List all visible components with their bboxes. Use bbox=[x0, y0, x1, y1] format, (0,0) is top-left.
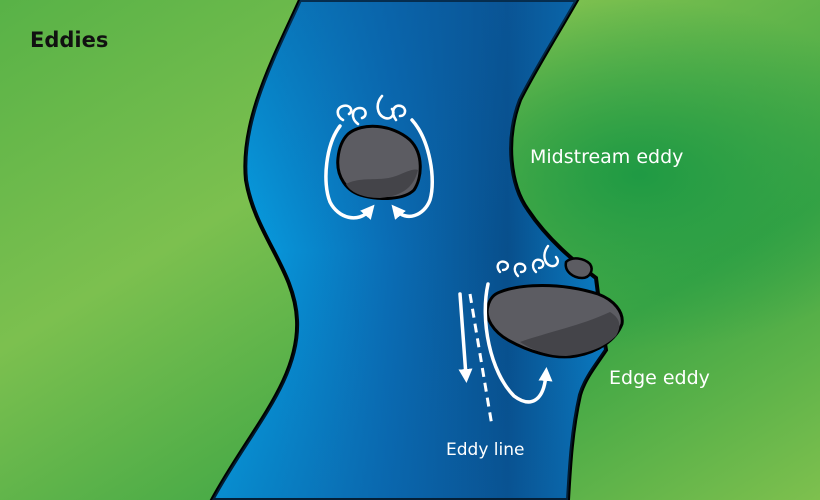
midstream-eddy-label: Midstream eddy bbox=[530, 146, 684, 168]
diagram-title: Eddies bbox=[30, 28, 109, 52]
swirl-icon bbox=[336, 104, 353, 122]
swirl-icon bbox=[391, 104, 407, 122]
main-current-arrow bbox=[458, 292, 473, 383]
edge-eddy bbox=[458, 244, 624, 427]
eddy-line-label: Eddy line bbox=[446, 440, 525, 460]
circulation-arrow-left bbox=[324, 124, 375, 220]
swirl-icon bbox=[496, 260, 510, 274]
midstream-eddy bbox=[324, 94, 434, 220]
small-rock bbox=[564, 257, 593, 280]
swirl-icon bbox=[351, 106, 367, 126]
river-shading bbox=[212, 0, 606, 500]
circulation-arrow-right bbox=[391, 118, 434, 220]
eddy-line bbox=[468, 293, 494, 427]
midstream-rock-shadow bbox=[346, 169, 418, 198]
edge-eddy-label: Edge eddy bbox=[609, 367, 710, 389]
swirl-icon bbox=[543, 244, 559, 268]
swirl-icon bbox=[531, 258, 545, 274]
swirl-icon bbox=[513, 262, 527, 278]
edge-circulation-arrow bbox=[483, 282, 553, 404]
edge-rock-shadow bbox=[520, 312, 620, 356]
